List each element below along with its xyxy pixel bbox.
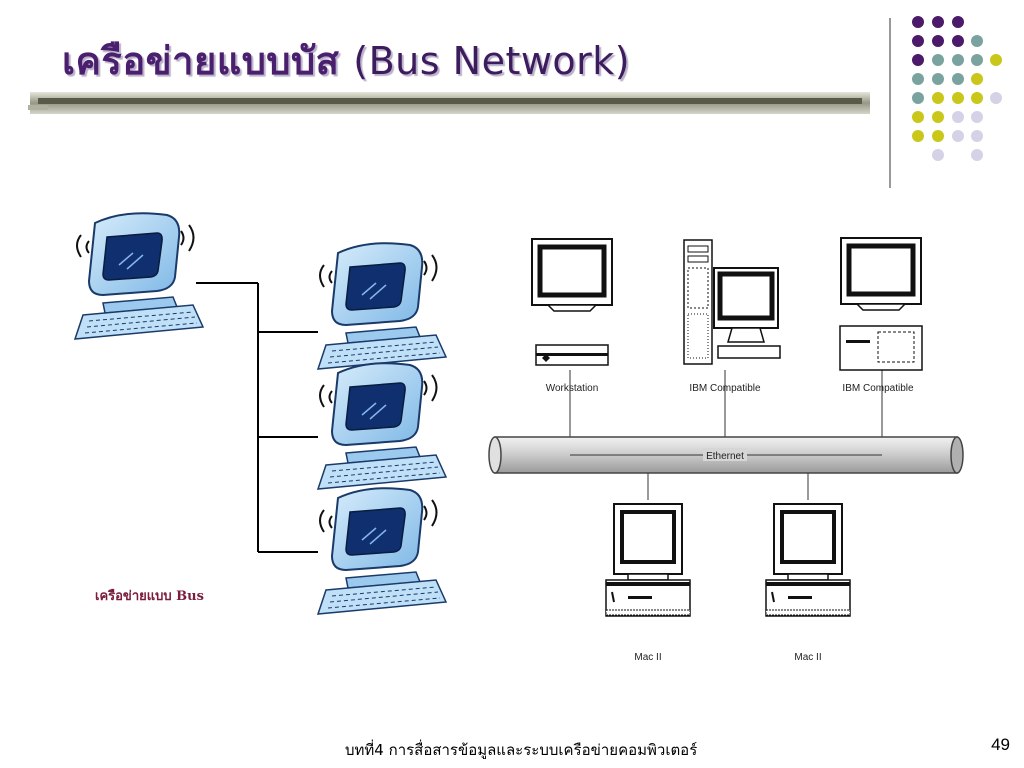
ethernet-label: Ethernet (706, 451, 744, 462)
ibm-tower-node: IBM Compatible (683, 239, 781, 394)
node-label-mac-2: Mac II (794, 652, 821, 663)
page-number: 49 (991, 735, 1010, 754)
workstation-node: Workstation (532, 239, 612, 394)
ibm-desktop-node: IBM Compatible (840, 238, 922, 394)
node-label-ibm-1: IBM Compatible (689, 383, 761, 394)
node-label-mac-1: Mac II (634, 652, 661, 663)
title-english: (Bus Network) (353, 39, 631, 83)
mac-node-1: Mac II (604, 502, 692, 663)
client-pc-icon-1 (317, 242, 447, 370)
slide-title: เครือข่ายแบบบัส (Bus Network) (62, 30, 630, 91)
client-pc-icon-3 (317, 487, 447, 615)
slide-footer: บทที่4 การสื่อสารข้อมูลและระบบเครือข่ายค… (345, 741, 698, 759)
node-label-ibm-2: IBM Compatible (842, 383, 914, 394)
ethernet-bus-diagram: Ethernet Workstation IBM Compatible (488, 238, 964, 663)
client-pc-icon-2 (317, 362, 447, 490)
left-diagram-caption: เครือข่ายแบบ Bus (95, 589, 204, 604)
node-label-workstation: Workstation (546, 383, 599, 394)
dot-grid-decoration (912, 16, 1002, 161)
title-underline (28, 92, 870, 114)
server-pc-icon (74, 212, 204, 340)
title-thai: เครือข่ายแบบบัส (62, 39, 340, 83)
mac-node-2: Mac II (764, 502, 852, 663)
left-bus-diagram (74, 212, 447, 615)
